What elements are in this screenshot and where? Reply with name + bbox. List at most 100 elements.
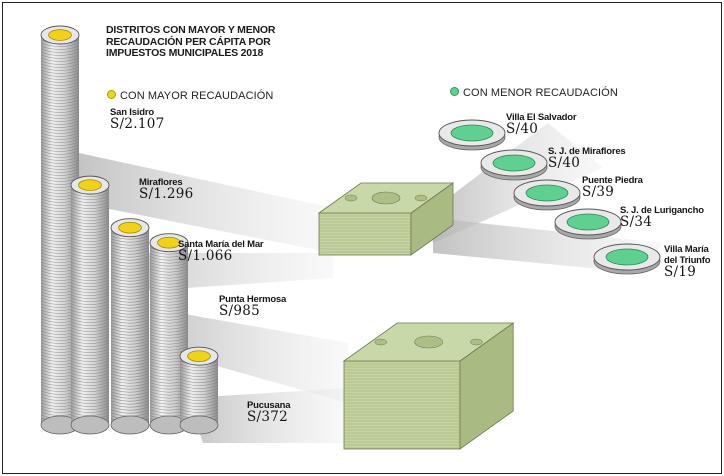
- coin-edge: [40, 48, 80, 53]
- coin-edge: [70, 387, 110, 392]
- coin-edge: [179, 393, 219, 398]
- label-miraflores: Miraflores S/1.296: [139, 177, 194, 201]
- coin-edge: [70, 249, 110, 254]
- bill-seal: [414, 335, 443, 349]
- coin-edge: [70, 354, 110, 359]
- coin-edge: [40, 162, 80, 167]
- coin-edge: [179, 378, 219, 383]
- gold-coin-face: [118, 221, 142, 234]
- coin-edge: [40, 84, 80, 89]
- legend-low: CON MENOR RECAUDACIÓN: [450, 87, 618, 99]
- coin-edge: [110, 334, 150, 339]
- coin-edge: [110, 382, 150, 387]
- coin-edge: [70, 372, 110, 377]
- coin-edge: [110, 364, 150, 369]
- district-value: S/1.066: [178, 248, 233, 264]
- legend-low-label: CON MENOR RECAUDACIÓN: [463, 87, 618, 99]
- gold-coin-face: [78, 179, 102, 191]
- coin-edge: [70, 237, 110, 242]
- coin-edge: [179, 408, 219, 413]
- coin-edge: [149, 304, 189, 309]
- coin-edge: [40, 78, 80, 83]
- district-name: S. J. de Miraflores: [548, 146, 626, 157]
- coin-edge: [110, 271, 150, 276]
- coin-edge: [110, 349, 150, 354]
- coin-edge: [70, 222, 110, 227]
- label-sj-miraflores: S. J. de Miraflores S/40: [548, 146, 626, 170]
- coin-edge: [149, 262, 189, 267]
- coin-edge: [110, 361, 150, 366]
- coin-edge: [40, 129, 80, 134]
- coin-edge: [179, 384, 219, 389]
- bill-front: [343, 360, 461, 450]
- coin-edge: [40, 147, 80, 152]
- coin-edge: [110, 304, 150, 309]
- coin-edge: [70, 333, 110, 338]
- coin-edge: [110, 259, 150, 264]
- coin-edge: [70, 297, 110, 302]
- coin-edge: [110, 343, 150, 348]
- coin-edge: [149, 286, 189, 291]
- coin-edge: [110, 277, 150, 282]
- district-value: S/2.107: [110, 116, 165, 132]
- green-coin-face: [492, 154, 536, 172]
- coin-edge: [70, 288, 110, 293]
- coin-edge: [70, 399, 110, 404]
- coin-edge: [110, 346, 150, 351]
- coin-edge: [40, 99, 80, 104]
- coin-edge: [70, 375, 110, 380]
- coin-edge: [179, 399, 219, 404]
- coin-edge: [70, 339, 110, 344]
- light-beam: [428, 123, 603, 243]
- coin-edge: [70, 396, 110, 401]
- coin-edge: [40, 126, 80, 131]
- district-name: Miraflores: [139, 177, 183, 188]
- coin-edge: [110, 256, 150, 261]
- coin-edge: [70, 408, 110, 413]
- label-villa-maria-del-triunfo: Villa María del Triunfo S/19: [664, 244, 720, 279]
- coin-edge: [40, 72, 80, 77]
- coin-edge: [70, 351, 110, 356]
- coin-edge: [149, 277, 189, 282]
- light-beam: [188, 388, 348, 443]
- stack-base: [110, 415, 150, 435]
- coin-edge: [179, 396, 219, 401]
- stack-base: [70, 415, 110, 435]
- coin-edge: [70, 207, 110, 212]
- coin-edge: [149, 343, 189, 348]
- coin-edge: [110, 253, 150, 258]
- coin-edge: [149, 301, 189, 306]
- coin-edge: [179, 402, 219, 407]
- coin-edge: [110, 403, 150, 408]
- coin-edge: [70, 210, 110, 215]
- coin-edge: [149, 268, 189, 273]
- coin-edge: [70, 225, 110, 230]
- label-santa-maria-del-mar: Santa María del Mar S/1.066: [178, 239, 264, 264]
- coin-edge: [70, 255, 110, 260]
- coin-edge: [110, 274, 150, 279]
- district-name: San Isidro: [110, 107, 154, 118]
- coin-edge: [40, 102, 80, 107]
- district-name: Santa María del Mar: [178, 239, 264, 250]
- coin-edge: [149, 340, 189, 345]
- coin-edge: [40, 138, 80, 143]
- coin-edge: [149, 274, 189, 279]
- coin-edge: [70, 279, 110, 284]
- coin-edge: [40, 114, 80, 119]
- coin-edge: [70, 393, 110, 398]
- coin-edge: [110, 283, 150, 288]
- coin-edge: [110, 235, 150, 240]
- district-value: S/39: [582, 184, 615, 200]
- coin-edge: [149, 271, 189, 276]
- district-name: Punta Hermosa: [219, 294, 287, 305]
- coin-edge: [110, 292, 150, 297]
- coin-edge: [149, 328, 189, 333]
- coin-edge: [70, 294, 110, 299]
- coin-edge: [110, 289, 150, 294]
- coin-edge: [179, 387, 219, 392]
- coin-edge: [70, 219, 110, 224]
- coin-edge: [70, 285, 110, 290]
- stack-body: [180, 356, 218, 425]
- coin-edge: [149, 322, 189, 327]
- coin-edge: [70, 300, 110, 305]
